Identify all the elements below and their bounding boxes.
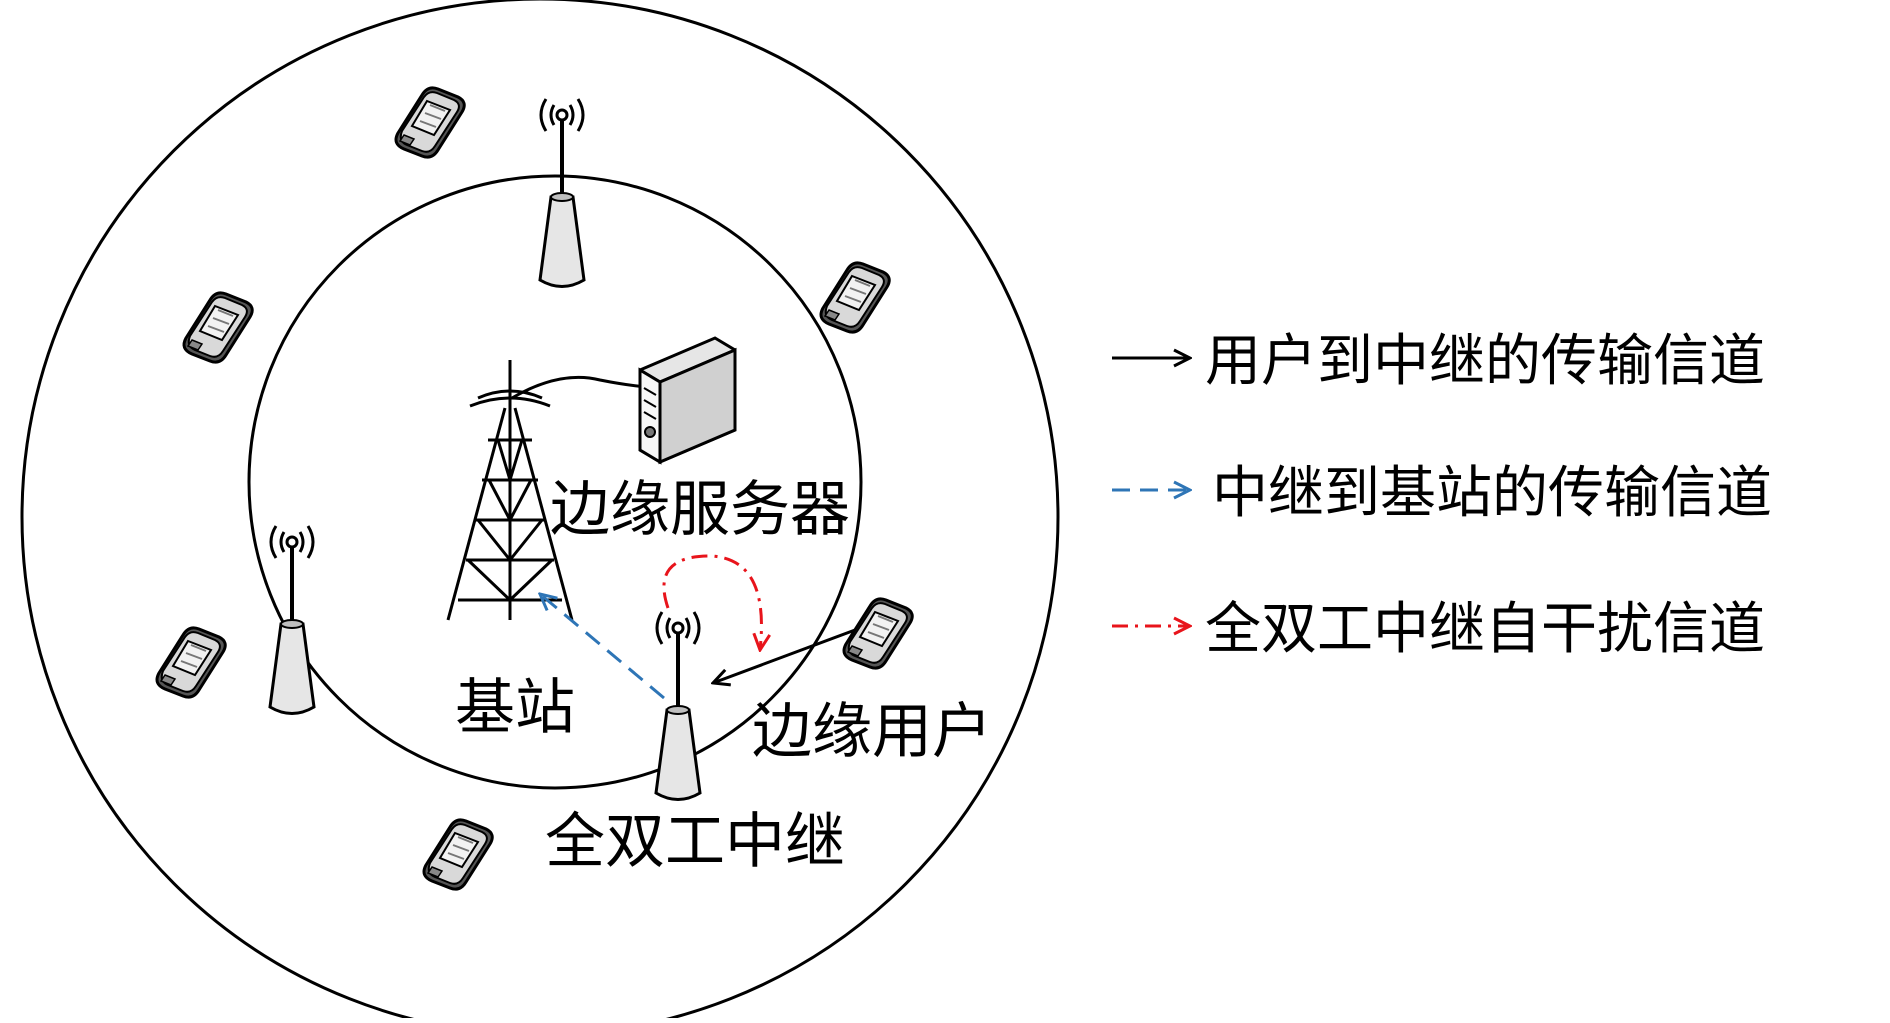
base-station-label: 基站 xyxy=(455,673,575,743)
legend-item-self-interference: 全双工中继自干扰信道 xyxy=(1205,597,1765,662)
full-duplex-relay-label: 全双工中继 xyxy=(545,807,845,877)
antenna-relay-icon xyxy=(654,610,702,802)
edge-user-label: 边缘用户 xyxy=(752,697,992,767)
user-to-relay-arrow xyxy=(713,628,856,683)
mobile-phone-icon xyxy=(394,86,466,159)
mobile-phone-icon xyxy=(422,818,494,891)
legend-item-relay-to-bs: 中继到基站的传输信道 xyxy=(1212,461,1772,526)
antenna-relay-icon xyxy=(538,97,586,289)
mobile-phone-icon xyxy=(155,626,227,699)
legend-item-user-to-relay: 用户到中继的传输信道 xyxy=(1205,329,1765,394)
antenna-relay-icon xyxy=(268,524,316,716)
outer-cell-boundary xyxy=(20,0,1060,1023)
edge-server-label: 边缘服务器 xyxy=(550,475,850,545)
mobile-phone-icon xyxy=(842,597,914,670)
inner-cell-boundary xyxy=(247,174,863,790)
lattice-tower-icon xyxy=(446,360,574,621)
legend: 用户到中继的传输信道 中继到基站的传输信道 全双工中继自干扰信道 xyxy=(1112,329,1772,662)
server-icon xyxy=(638,336,737,465)
mobile-phone-icon xyxy=(819,261,891,334)
mobile-phone-icon xyxy=(182,291,254,364)
